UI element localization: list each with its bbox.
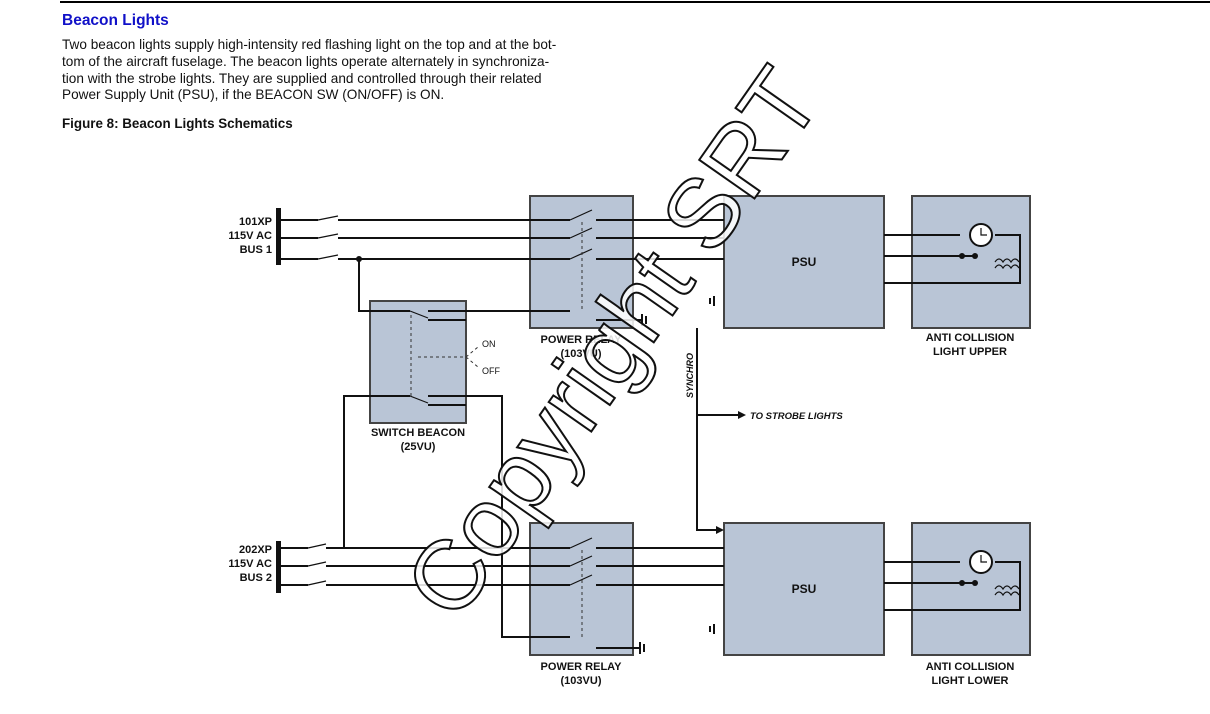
switch-beacon-box: [369, 300, 467, 424]
paragraph-line: Two beacon lights supply high-intensity …: [62, 37, 557, 52]
power-relay-top-label: (103VU): [561, 348, 602, 360]
psu-bottom-label: PSU: [792, 582, 817, 596]
psu-bottom-box: [723, 522, 885, 656]
paragraph-line: Power Supply Unit (PSU), if the BEACON S…: [62, 87, 445, 103]
light-upper-box: [911, 195, 1031, 329]
paragraph-line: tom of the aircraft fuselage. The beacon…: [62, 53, 550, 69]
switch-on-label: ON: [482, 339, 496, 349]
section-paragraph: Two beacon lights supply high-intensity …: [62, 37, 622, 104]
bus2-bar: [276, 541, 281, 593]
to-strobe-label: TO STROBE LIGHTS: [750, 411, 843, 422]
switch-beacon-label: SWITCH BEACON: [371, 427, 465, 439]
synchro-label: SYNCHRO: [685, 353, 695, 398]
light-upper-label: ANTI COLLISION: [926, 332, 1015, 344]
paragraph-line: tion with the strobe lights. They are su…: [62, 70, 542, 86]
bus2-label: BUS 2: [240, 572, 272, 584]
wiring: [281, 209, 1021, 654]
top-rule: [60, 1, 1210, 3]
light-upper-label: LIGHT UPPER: [933, 346, 1007, 358]
light-lower-box: [911, 522, 1031, 656]
light-lower-label: ANTI COLLISION: [926, 661, 1015, 673]
bus1-label: BUS 1: [240, 244, 272, 256]
psu-top-box: [723, 195, 885, 329]
figure-caption: Figure 8: Beacon Lights Schematics: [62, 116, 293, 131]
bus1-bar: [276, 208, 281, 265]
psu-top-label: PSU: [792, 255, 817, 269]
bus2-label: 202XP: [239, 544, 272, 556]
switch-beacon-label: (25VU): [401, 441, 436, 453]
power-relay-bottom-label: (103VU): [561, 675, 602, 687]
bus1-label: 101XP: [239, 216, 272, 228]
power-relay-bottom-label: POWER RELAY: [541, 661, 623, 673]
switch-off-label: OFF: [482, 366, 500, 376]
section-title: Beacon Lights: [62, 12, 169, 29]
power-relay-top-label: POWER RELAY: [541, 334, 623, 346]
light-lower-label: LIGHT LOWER: [932, 675, 1009, 687]
bus1-label: 115V AC: [228, 230, 272, 242]
bus2-label: 115V AC: [228, 558, 272, 570]
